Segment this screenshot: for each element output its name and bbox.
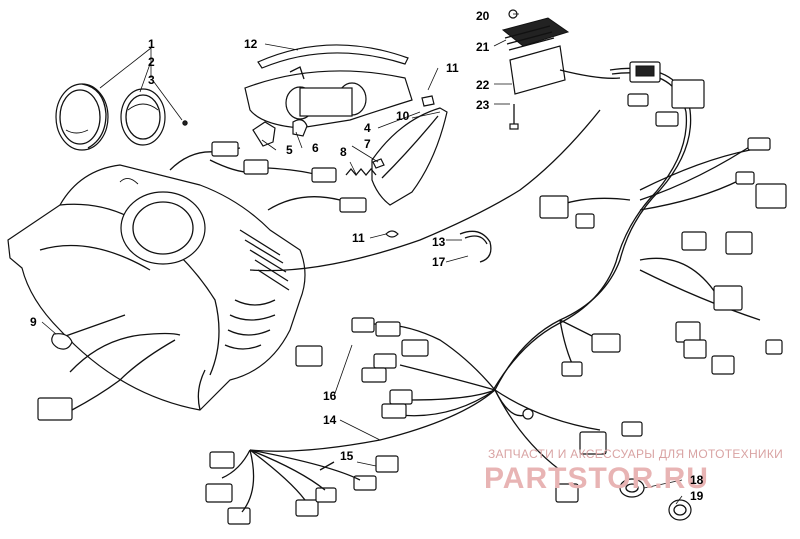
callout-17: 17 [432,255,446,269]
callouts: 1 2 3 4 5 6 7 8 9 10 11 11 12 13 14 15 1… [30,9,704,503]
callout-11-upper: 11 [446,61,459,75]
callout-18: 18 [690,473,704,487]
watermark-brand: PARTSTOR.RU [484,462,709,495]
callout-5: 5 [286,143,293,157]
callout-7: 7 [364,137,371,151]
callout-9: 9 [30,315,37,329]
callout-2: 2 [148,55,155,69]
headlight-screw [182,120,188,126]
pod-harness [169,109,601,272]
watermark: ЗАПЧАСТИ И АКСЕССУАРЫ ДЛЯ МОТОТЕХНИКИ PA… [484,447,783,495]
callout-6: 6 [312,141,319,155]
headlight-pod-trim [257,44,409,69]
indicator-bulb [372,158,385,169]
headlight-pod-housing [244,66,413,129]
hose-clamp [459,230,492,263]
callout-14: 14 [323,413,337,427]
headlight-lens [120,88,166,146]
callout-3: 3 [148,73,155,87]
callout-8: 8 [340,145,347,159]
bulb [292,119,308,137]
bulb-socket [252,121,276,147]
callout-23: 23 [476,98,490,112]
callout-21: 21 [476,40,490,54]
callout-1: 1 [148,37,155,51]
callout-19: 19 [690,489,704,503]
leader-lines [41,13,683,505]
callout-15: 15 [340,449,354,463]
spring [345,167,377,177]
callout-12: 12 [244,37,258,51]
callout-11-lower: 11 [352,231,365,245]
callout-10: 10 [396,109,410,123]
callout-4: 4 [364,121,371,135]
callout-13: 13 [432,235,446,249]
callout-16: 16 [323,389,337,403]
clip-upper [421,95,435,107]
main-harness [249,67,761,471]
watermark-tagline: ЗАПЧАСТИ И АКСЕССУАРЫ ДЛЯ МОТОТЕХНИКИ [488,447,783,461]
ignition-switch-lead [37,314,181,421]
clip-lower [385,230,399,238]
front-hood-panel [7,164,306,411]
handlebar-pod-cover [371,107,448,206]
switch-bezel [668,499,692,521]
voltage-regulator [501,17,621,95]
callout-20: 20 [476,9,490,23]
regulator-screw [509,104,519,130]
headlight-bezel [55,83,109,151]
callout-22: 22 [476,78,490,92]
harness-connectors [205,61,787,525]
